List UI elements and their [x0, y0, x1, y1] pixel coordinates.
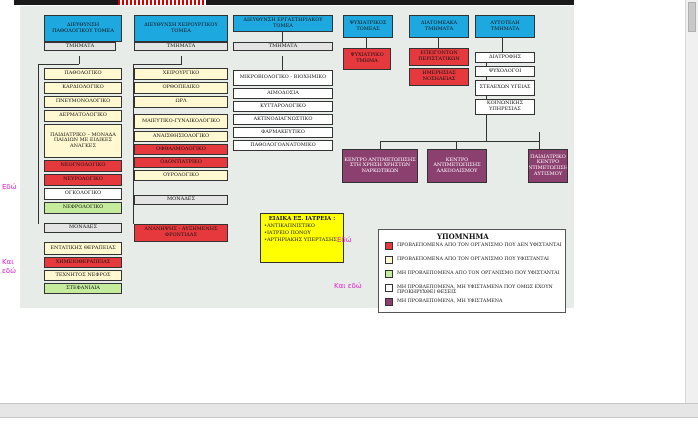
- department-box[interactable]: ΟΔΟΝΤΙΑΤΡΙΚΟ: [134, 157, 228, 168]
- legend-swatch: [385, 298, 393, 306]
- department-box[interactable]: ΩΡΛ: [134, 96, 228, 108]
- legend-label: ΠΡΟΒΛΕΠΟΜΕΝΑ ΑΠΟ ΤΟΝ ΟΡΓΑΝΙΣΜΟ ΠΟΥ ΔΕΝ Υ…: [397, 243, 562, 248]
- units-header[interactable]: ΜΟΝΑΔΕΣ: [44, 223, 122, 233]
- legend-label: ΜΗ ΠΡΟΒΛΕΠΟΜΕΝΑ, ΜΗ ΥΦΙΣΤΑΜΕΝΑ: [397, 299, 503, 304]
- unit-box[interactable]: ΤΕΧΝΗΤΟΣ ΝΕΦΡΟΣ: [44, 270, 122, 281]
- margin-note: Εδώ: [337, 236, 352, 244]
- next-page: [0, 418, 698, 447]
- department-box[interactable]: ΨΥΧΟΛΟΓΟΙ: [475, 66, 535, 77]
- connector-line: [486, 52, 487, 142]
- connector-line: [456, 141, 457, 149]
- margin-note: Εδώ: [2, 183, 17, 191]
- special-clinic-item: •ΑΡΤΗΡΙΑΚΗΣ ΥΠΕΡΤΑΣΗΣ: [264, 237, 337, 243]
- connector-line: [38, 64, 79, 65]
- section-header[interactable]: ΤΜΗΜΑΤΑ: [44, 42, 116, 51]
- department-box[interactable]: ΝΕΟΓΝΟΛΟΓΙΚΟ: [44, 160, 122, 172]
- connector-line: [282, 56, 283, 70]
- page-break-gap: [0, 403, 698, 418]
- department-box[interactable]: ΑΙΜΟΔΟΣΙΑ: [233, 88, 333, 99]
- connector-line: [133, 64, 134, 224]
- department-box[interactable]: ΧΕΙΡΟΥΡΓΙΚΟ: [134, 68, 228, 80]
- connector-line: [181, 56, 182, 65]
- legend-label: ΜΗ ΠΡΟΒΛΕΠΟΜΕΝΑ ΑΠΟ ΤΟΝ ΟΡΓΑΝΙΣΜΟ ΠΟΥ ΥΦ…: [397, 271, 560, 276]
- section-header[interactable]: ΤΜΗΜΑΤΑ: [233, 42, 333, 51]
- department-box[interactable]: ΣΤΕΛΕΧΩΝ ΥΓΕΙΑΣ: [475, 80, 535, 96]
- unit-box[interactable]: ΑΝΑΝΗΨΗΣ - ΑΥΞΗΜΕΝΗΣ ΦΡΟΝΤΙΔΑΣ: [134, 224, 228, 242]
- department-box[interactable]: ΟΡΘΟΠΕΔΙΚΟ: [134, 82, 228, 94]
- unit-box[interactable]: ΧΗΜΕΙΟΘΕΡΑΠΕΙΑΣ: [44, 257, 122, 268]
- department-box[interactable]: ΚΟΙΝΩΝΙΚΗΣ ΥΠΗΡΕΣΙΑΣ: [475, 99, 535, 115]
- special-clinics-box: ΕΙΔΙΚΑ ΕΞ. ΙΑΤΡΕΙΑ : •ΑΝΤΙΚΑΠΝΙΣΤΙΚΟ •ΙΑ…: [260, 213, 344, 263]
- legend-swatch: [385, 242, 393, 250]
- previous-text-line: [14, 0, 574, 5]
- department-box[interactable]: ΠΝΕΥΜΟΝΟΛΟΓΙΚΟ: [44, 96, 122, 108]
- document-page: ΕΙΔΙΚΑ ΕΞ. ΙΑΤΡΕΙΑ : •ΑΝΤΙΚΑΠΝΙΣΤΙΚΟ •ΙΑ…: [2, 0, 574, 313]
- legend-swatch: [385, 284, 393, 292]
- special-clinics-title: ΕΙΔΙΚΑ ΕΞ. ΙΑΤΡΕΙΑ :: [268, 216, 336, 222]
- connector-line: [38, 64, 39, 224]
- legend: ΥΠΟΜΝΗΜΑ ΠΡΟΒΛΕΠΟΜΕΝΑ ΑΠΟ ΤΟΝ ΟΡΓΑΝΙΣΜΟ …: [378, 229, 566, 313]
- department-box[interactable]: ΟΥΡΟΛΟΓΙΚΟ: [134, 170, 228, 181]
- special-clinic-item: •ΑΝΤΙΚΑΠΝΙΣΤΙΚΟ: [264, 223, 315, 229]
- department-box[interactable]: ΑΚΤΙΝΟΔΙΑΓΝΩΣΤΙΚΟ: [233, 114, 333, 125]
- department-box[interactable]: ΗΜΕΡΗΣΙΑΣ ΝΟΣΗΛΕΙΑΣ: [409, 68, 469, 86]
- scrollbar-thumb[interactable]: [688, 2, 696, 32]
- margin-note: Και εδώ: [2, 258, 16, 275]
- department-box[interactable]: ΠΑΘΟΛΟΓΟΑΝΑΤΟΜΙΚΟ: [233, 140, 333, 151]
- department-box[interactable]: ΔΕΡΜΑΤΟΛΟΓΙΚΟ: [44, 110, 122, 122]
- connector-line: [366, 38, 367, 48]
- vertical-scrollbar[interactable]: [685, 0, 698, 403]
- department-box[interactable]: ΦΑΡΜΑΚΕΥΤΙΚΟ: [233, 127, 333, 138]
- spellcheck-underline: [118, 0, 206, 5]
- department-box[interactable]: ΟΦΘΑΛΜΟΛΟΓΙΚΟ: [134, 144, 228, 155]
- connector-line: [282, 32, 283, 47]
- department-box[interactable]: ΜΙΚΡΟΒΙΟΛΟΓΙΚΟ - ΒΙΟΧΗΜΙΚΟ: [233, 70, 333, 86]
- connector-line: [380, 141, 381, 149]
- department-box[interactable]: ΠΑΙΔΙΑΤΡΙΚΟ – ΜΟΝΑΔΑ ΠΑΙΔΙΩΝ ΜΕ ΕΙΔΙΚΕΣ …: [44, 124, 122, 158]
- department-box[interactable]: ΝΕΥΡΟΛΟΓΙΚΟ: [44, 174, 122, 186]
- department-box[interactable]: ΕΠΕΙΓΟΝΤΩΝ ΠΕΡΙΣΤΑΤΙΚΩΝ: [409, 48, 469, 66]
- department-box[interactable]: ΝΕΦΡΟΛΟΓΙΚΟ: [44, 202, 122, 214]
- unit-box[interactable]: ΕΝΤΑΤΙΚΗΣ ΘΕΡΑΠΕΙΑΣ: [44, 242, 122, 255]
- department-box[interactable]: ΚΥΤΤΑΡΟΛΟΓΙΚΟ: [233, 101, 333, 112]
- center-box[interactable]: ΚΕΝΤΡΟ ΑΝΤΙΜΕΤΩΠΙΣΗΣ ΑΛΚΟΟΛΙΣΜΟΥ: [427, 149, 487, 183]
- connector-line: [133, 64, 181, 65]
- legend-label: ΜΗ ΠΡΟΒΛΕΠΟΜΕΝΑ, ΜΗ ΥΦΙΣΤΑΜΕΝΑ ΠΟΥ ΟΜΩΣ …: [397, 285, 553, 296]
- connector-line: [539, 132, 540, 149]
- department-box[interactable]: ΑΝΑΙΣΘΗΣΙΟΛΟΓΙΚΟ: [134, 131, 228, 142]
- margin-note: Και εδώ: [334, 282, 362, 290]
- legend-swatch: [385, 256, 393, 264]
- center-box[interactable]: ΠΑΙΔΙΑΤΡΙΚΟ ΚΕΝΤΡΟ ΑΝΤΙΜΕΤΩΠΙΣΗΣ ΑΥΤΙΣΜΟ…: [528, 149, 568, 183]
- department-box[interactable]: ΚΑΡΔΙΟΛΟΓΙΚΟ: [44, 82, 122, 94]
- unit-box[interactable]: ΣΤΕΦΑΝΙΑΙΑ: [44, 283, 122, 294]
- department-box[interactable]: ΨΥΧΙΑΤΡΙΚΟ ΤΜΗΜΑ: [343, 48, 391, 70]
- center-box[interactable]: ΚΕΝΤΡΟ ΑΝΤΙΜΕΤΩΠΙΣΗΣ ΣΤΗ ΧΡΗΣΗ ΧΡΗΣΤΩΝ Ν…: [342, 149, 418, 183]
- section-header[interactable]: ΤΜΗΜΑΤΑ: [134, 42, 228, 51]
- directorate-header[interactable]: ΑΥΤΟΤΕΛΗ ΤΜΗΜΑΤΑ: [475, 15, 535, 38]
- department-box[interactable]: ΠΑΘΟΛΟΓΙΚΟ: [44, 68, 122, 80]
- directorate-header[interactable]: ΔΙΕΥΘΥΝΣΗ ΧΕΙΡΟΥΡΓΙΚΟΥ ΤΟΜΕΑ: [134, 15, 228, 42]
- connector-line: [79, 56, 80, 64]
- connector-line: [380, 141, 540, 142]
- special-clinic-item: •ΙΑΤΡΕΙΟ ΠΟΝΟΥ: [264, 230, 311, 236]
- legend-label: ΠΡΟΒΛΕΠΟΜΕΝΑ ΑΠΟ ΤΟΝ ΟΡΓΑΝΙΣΜΟ ΠΟΥ ΥΦΙΣΤ…: [397, 257, 549, 262]
- directorate-header[interactable]: ΔΙΕΥΘΥΝΣΗ ΕΡΓΑΣΤΗΡΙΑΚΟΥ ΤΟΜΕΑ: [233, 15, 333, 32]
- department-box[interactable]: ΟΓΚΟΛΟΓΙΚΟ: [44, 188, 122, 200]
- directorate-header[interactable]: ΔΙΕΥΘΥΝΣΗ ΠΑΘΟΛΟΓΙΚΟΥ ΤΟΜΕΑ: [44, 15, 122, 42]
- org-chart[interactable]: ΕΙΔΙΚΑ ΕΞ. ΙΑΤΡΕΙΑ : •ΑΝΤΙΚΑΠΝΙΣΤΙΚΟ •ΙΑ…: [20, 6, 574, 313]
- legend-title: ΥΠΟΜΝΗΜΑ: [437, 232, 489, 241]
- department-box[interactable]: ΔΙΑΤΡΟΦΗΣ: [475, 52, 535, 63]
- directorate-header[interactable]: ΨΥΧΙΑΤΡΙΚΟΣ ΤΟΜΕΑΣ: [343, 15, 393, 38]
- connector-line: [502, 38, 503, 52]
- department-box[interactable]: ΜΑΙΕΥΤΙΚΟ-ΓΥΝΑΙΚΟΛΟΓΙΚΟ: [134, 114, 228, 129]
- directorate-header[interactable]: ΔΙΑΤΟΜΕΑΚΑ ΤΜΗΜΑΤΑ: [409, 15, 469, 38]
- connector-line: [438, 38, 439, 48]
- legend-swatch: [385, 270, 393, 278]
- units-header[interactable]: ΜΟΝΑΔΕΣ: [134, 195, 228, 205]
